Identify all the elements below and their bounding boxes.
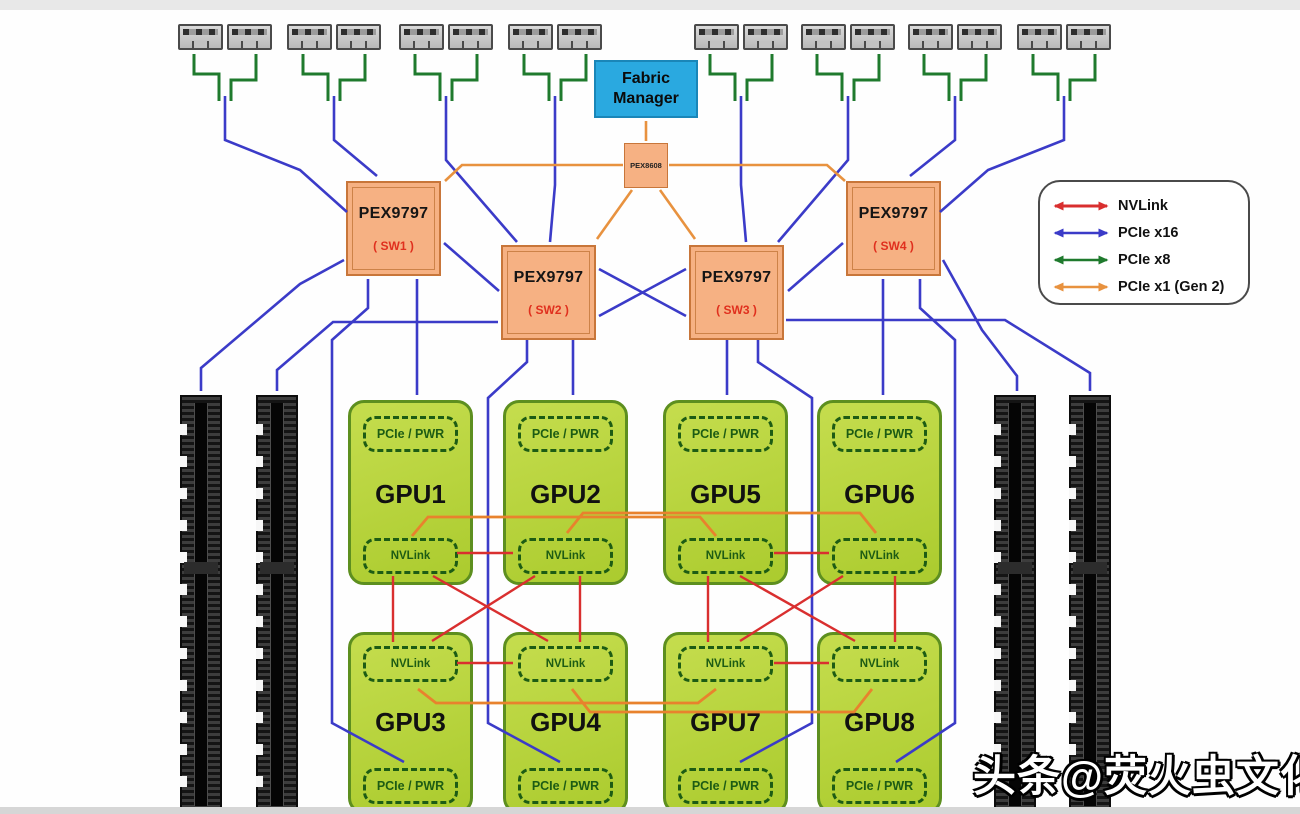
gpu-nvlink-port: NVLink (363, 646, 458, 682)
gpu-label: GPU1 (375, 479, 446, 509)
legend-label: PCIe x16 (1118, 224, 1179, 241)
legend-label: PCIe x8 (1118, 251, 1171, 268)
switch-label: PEX9797 (701, 269, 772, 286)
switch-label: PEX9797 (858, 205, 929, 222)
switch-sublabel: ( SW2 ) (528, 303, 569, 317)
gpu-label: GPU5 (690, 479, 761, 509)
edge-connector (908, 24, 953, 50)
watermark-text: 头条@荧火虫文化 (973, 753, 1300, 801)
edge-connector (399, 24, 444, 50)
fabric-manager-label-line2: Manager (613, 90, 679, 107)
legend-label: PCIe x1 (Gen 2) (1118, 278, 1225, 295)
switch-sublabel: ( SW1 ) (373, 239, 414, 253)
gpu-pcie-pwr-port: PCIe / PWR (518, 416, 613, 452)
pcie-x8-arrow-icon (1053, 255, 1109, 264)
edge-connector (557, 24, 602, 50)
pcie-slot (1069, 395, 1111, 814)
switch-sublabel: ( SW3 ) (716, 303, 757, 317)
edge-connector (508, 24, 553, 50)
gpu-pcie-pwr-port: PCIe / PWR (832, 416, 927, 452)
gpu-nvlink-port: NVLink (678, 538, 773, 574)
gpu-pcie-pwr-port: PCIe / PWR (678, 768, 773, 804)
gpu-nvlink-port: NVLink (518, 538, 613, 574)
gpu-nvlink-port: NVLink (832, 538, 927, 574)
gpu-node-gpu1: PCIe / PWR GPU1 NVLink (348, 400, 473, 585)
edge-connector (1066, 24, 1111, 50)
watermark: 头条@荧火虫文化 (973, 742, 1300, 804)
bottom-edge-strip (0, 807, 1300, 814)
pcie-slot (180, 395, 222, 814)
fabric-manager-label-line1: Fabric (621, 70, 670, 87)
gpu-label: GPU3 (375, 707, 446, 737)
gpu-label: GPU8 (844, 707, 915, 737)
edge-connector (227, 24, 272, 50)
legend: NVLink PCIe x16 PCIe x8 PCIe (1038, 180, 1250, 305)
pcie-slot (994, 395, 1036, 814)
pex-switch-sw3: PEX9797 ( SW3 ) (689, 245, 784, 340)
legend-label: NVLink (1118, 197, 1168, 214)
gpu-label: GPU4 (530, 707, 601, 737)
gpu-nvlink-port: NVLink (678, 646, 773, 682)
gpu-pcie-pwr-port: PCIe / PWR (678, 416, 773, 452)
edge-connector (178, 24, 223, 50)
switch-label: PEX9797 (513, 269, 584, 286)
gpu-nvlink-port: NVLink (363, 538, 458, 574)
gpu-nvlink-port: NVLink (518, 646, 613, 682)
legend-row-nvlink: NVLink (1052, 192, 1248, 219)
edge-connector (801, 24, 846, 50)
pcie-x16-links (199, 96, 1092, 764)
gpu-pcie-pwr-port: PCIe / PWR (518, 768, 613, 804)
gpu-nvlink-port: NVLink (832, 646, 927, 682)
pcie-x16-arrow-icon (1053, 228, 1109, 237)
edge-connector (336, 24, 381, 50)
gpu-node-gpu8: NVLink GPU8 PCIe / PWR (817, 632, 942, 814)
fabric-manager-node: Fabric Manager (594, 60, 698, 118)
legend-row-pcie-x8: PCIe x8 (1052, 246, 1248, 273)
pcie-x1-arrow-icon (1053, 282, 1109, 291)
gpu-pcie-pwr-port: PCIe / PWR (832, 768, 927, 804)
nvlink-arrow-icon (1053, 201, 1109, 210)
pex-switch-sw4: PEX9797 ( SW4 ) (846, 181, 941, 276)
edge-connector (850, 24, 895, 50)
gpu-pcie-pwr-port: PCIe / PWR (363, 416, 458, 452)
edge-connector (694, 24, 739, 50)
edge-connector (957, 24, 1002, 50)
top-edge-strip (0, 0, 1300, 10)
edge-connector (743, 24, 788, 50)
legend-row-pcie-x16: PCIe x16 (1052, 219, 1248, 246)
legend-row-pcie-x1: PCIe x1 (Gen 2) (1052, 273, 1248, 300)
gpu-label: GPU2 (530, 479, 601, 509)
gpu-node-gpu7: NVLink GPU7 PCIe / PWR (663, 632, 788, 814)
gpu-node-gpu6: PCIe / PWR GPU6 NVLink (817, 400, 942, 585)
gpu-pcie-pwr-port: PCIe / PWR (363, 768, 458, 804)
switch-label: PEX9797 (358, 205, 429, 222)
pex-switch-sw1: PEX9797 ( SW1 ) (346, 181, 441, 276)
gpu-node-gpu5: PCIe / PWR GPU5 NVLink (663, 400, 788, 585)
gpu-node-gpu3: NVLink GPU3 PCIe / PWR (348, 632, 473, 814)
mgmt-switch-node: PEX8608 (624, 143, 668, 188)
pcie-slot (256, 395, 298, 814)
gpu-label: GPU7 (690, 707, 761, 737)
edge-connector (1017, 24, 1062, 50)
gpu-label: GPU6 (844, 479, 915, 509)
gpu-node-gpu4: NVLink GPU4 PCIe / PWR (503, 632, 628, 814)
edge-connector (448, 24, 493, 50)
pex-switch-sw2: PEX9797 ( SW2 ) (501, 245, 596, 340)
gpu-node-gpu2: PCIe / PWR GPU2 NVLink (503, 400, 628, 585)
switch-sublabel: ( SW4 ) (873, 239, 914, 253)
mgmt-switch-label: PEX8608 (630, 161, 662, 170)
edge-connector (287, 24, 332, 50)
